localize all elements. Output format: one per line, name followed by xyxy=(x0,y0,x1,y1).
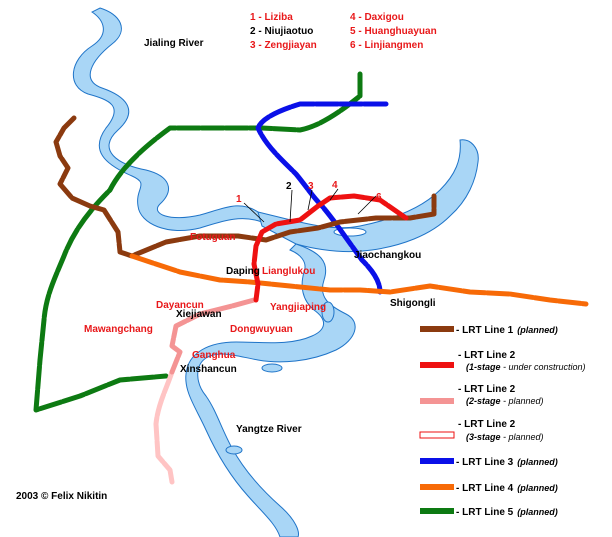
legend-swatch-line-2-stage-1 xyxy=(420,362,454,368)
station-list: 1 - Liziba 2 - Niujiaotuo 3 - Zengjiayan… xyxy=(250,12,437,51)
line-3 xyxy=(255,101,389,295)
station-list-item-2: 2 - Niujiaotuo xyxy=(250,26,313,37)
legend-note-line-2-stage-2: (2-stage - planned) xyxy=(466,396,544,406)
line-5 xyxy=(33,71,363,413)
station-list-item-3: 3 - Zengjiayan xyxy=(250,40,317,51)
legend-swatch-line-3 xyxy=(420,458,454,464)
yangtze-river-south xyxy=(185,243,356,537)
map-number-1: 1 xyxy=(236,194,242,205)
legend: - LRT Line 1(planned) - LRT Line 2 (1-st… xyxy=(419,325,586,518)
rivers xyxy=(72,7,479,537)
place-fotuguan: Fotuguan xyxy=(190,232,236,243)
place-lianglukou: Lianglukou xyxy=(262,266,315,277)
station-list-item-5: 5 - Huanghuayuan xyxy=(350,26,437,37)
line-4 xyxy=(129,253,589,307)
place-dayancun: Dayancun xyxy=(156,300,204,311)
legend-note-line-2-stage-1: (1-stage - under construction) xyxy=(466,362,586,372)
place-labels: Fotuguan Jiaochangkou Daping Lianglukou … xyxy=(84,232,436,375)
place-xiejiawan: Xiejiawan xyxy=(176,309,222,320)
place-mawangchang: Mawangchang xyxy=(84,324,153,335)
legend-label-line-2-stage-3: - LRT Line 2 xyxy=(458,419,516,430)
place-daping: Daping xyxy=(226,266,260,277)
legend-label-line-2-stage-1: - LRT Line 2 xyxy=(458,350,516,361)
line-2-stage-2 xyxy=(169,297,257,375)
place-yangjiaping: Yangjiaping xyxy=(270,302,326,313)
place-xinshancun: Xinshancun xyxy=(180,364,237,375)
map-numbers: 1 2 3 4 6 xyxy=(236,180,382,205)
station-list-item-6: 6 - Linjiangmen xyxy=(350,40,423,51)
legend-label-line-2-stage-2: - LRT Line 2 xyxy=(458,384,516,395)
copyright: 2003 © Felix Nikitin xyxy=(16,491,107,502)
legend-swatch-line-1 xyxy=(420,326,454,332)
station-list-item-4: 4 - Daxigou xyxy=(350,12,404,23)
legend-label-line-1: - LRT Line 1(planned) xyxy=(456,325,558,336)
legend-label-line-5: - LRT Line 5(planned) xyxy=(456,507,558,518)
station-pointers xyxy=(243,188,377,223)
line-2-stage-3 xyxy=(153,369,175,485)
legend-label-line-3: - LRT Line 3(planned) xyxy=(456,457,558,468)
island xyxy=(321,301,335,323)
map-number-4: 4 xyxy=(332,180,338,191)
line-2-stage-1 xyxy=(251,193,409,303)
place-dongwuyuan: Dongwuyuan xyxy=(230,324,293,335)
legend-label-line-4: - LRT Line 4(planned) xyxy=(456,483,558,494)
place-jiaochangkou: Jiaochangkou xyxy=(354,250,421,261)
map-number-3: 3 xyxy=(308,181,314,192)
map-number-6: 6 xyxy=(376,192,382,203)
legend-swatch-line-4 xyxy=(420,484,454,490)
legend-swatch-line-5 xyxy=(420,508,454,514)
yangtze-river-label: Yangtze River xyxy=(236,424,302,435)
legend-swatch-line-2-stage-3 xyxy=(419,431,455,439)
legend-swatch-line-2-stage-2 xyxy=(420,398,454,404)
place-ganghua: Ganghua xyxy=(192,350,236,361)
station-list-item-1: 1 - Liziba xyxy=(250,12,293,23)
metro-lines xyxy=(33,71,589,485)
jialing-river-label: Jialing River xyxy=(144,38,204,49)
island xyxy=(225,445,243,455)
legend-note-line-2-stage-3: (3-stage - planned) xyxy=(466,432,544,442)
yangtze-river-east xyxy=(257,139,479,253)
map-number-2: 2 xyxy=(286,181,292,192)
island xyxy=(261,363,283,373)
place-shigongli: Shigongli xyxy=(390,298,436,309)
